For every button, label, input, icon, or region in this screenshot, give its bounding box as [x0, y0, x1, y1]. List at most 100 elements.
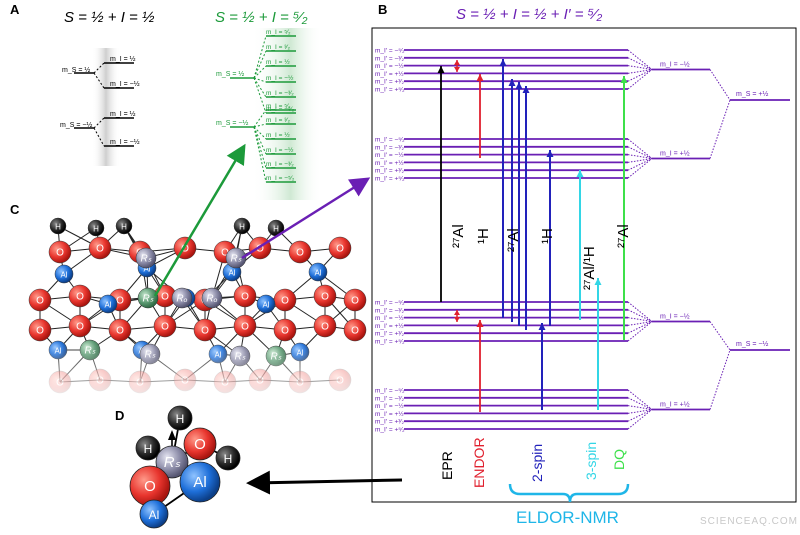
mi-label: m_I = ½ — [266, 58, 290, 66]
level-label: m_I′ = −⁵⁄₂ — [375, 388, 405, 395]
atom-symbol: O — [96, 244, 104, 255]
radical-atom: Rₒ — [171, 287, 193, 309]
oxygen-atom: O — [313, 284, 337, 308]
oxygen-atom: O — [108, 318, 132, 342]
oxygen-atom: O — [273, 318, 297, 342]
radical-atom: Rₛ — [155, 445, 189, 479]
transition-label: ²⁷Al — [450, 224, 467, 248]
level-label: m_I′ = +⁵⁄₂ — [375, 87, 405, 94]
oxygen-atom: O — [88, 236, 112, 260]
atom-symbol: H — [273, 225, 279, 234]
spin-diagram-five-half: m_S = ½m_I = ⁵⁄₂m_I = ³⁄₂m_I = ½m_I = −½… — [216, 28, 322, 200]
atom-symbol: O — [241, 322, 249, 333]
atom-symbol: O — [241, 292, 249, 303]
mi-label: m_I = −½ — [660, 313, 690, 321]
split-line — [627, 389, 653, 410]
panel-d-label: D — [115, 408, 124, 423]
atom-symbol: O — [296, 248, 304, 259]
split-line — [709, 349, 731, 410]
split-line — [627, 309, 653, 322]
split-line — [627, 397, 653, 410]
mi-label: m_I = −⁵⁄₂ — [266, 175, 295, 182]
atom-symbol: H — [176, 412, 185, 426]
hydrogen-atom: H — [115, 217, 133, 235]
atom-symbol: O — [194, 436, 206, 453]
level-label: m_I′ = −⁵⁄₂ — [375, 137, 405, 144]
split-line — [253, 50, 267, 79]
mi-label: m_I = −³⁄₂ — [266, 161, 294, 168]
arrow-head — [594, 278, 602, 285]
split-line — [709, 321, 731, 351]
atom-symbol: O — [221, 248, 229, 259]
split-line — [627, 158, 653, 179]
arrow-head — [508, 79, 516, 86]
aluminium-atom: Al — [308, 262, 328, 282]
oxygen-atom: O — [153, 314, 177, 338]
panel-a-title-right: S = ½ + I = ⁵⁄₂ — [215, 9, 308, 26]
radical-atom: Rₛ — [135, 247, 157, 269]
atom-symbol: Rₛ — [141, 254, 152, 265]
method-label-dq: DQ — [611, 449, 627, 470]
arrow-to-panel-b — [241, 177, 371, 260]
panel-b-title: S = ½ + I = ½ + I′ = ⁵⁄₂ — [456, 6, 602, 23]
arrow-head — [437, 66, 445, 73]
split-line — [627, 409, 653, 422]
split-line — [627, 138, 653, 159]
arrow-to-panel-a — [153, 143, 246, 297]
atom-symbol: O — [161, 322, 169, 333]
level-label: m_I′ = −⁵⁄₂ — [375, 300, 405, 307]
level-label: m_I′ = −³⁄₂ — [375, 144, 405, 151]
atom-symbol: H — [93, 225, 99, 234]
atom-symbol: O — [321, 322, 329, 333]
radical-atom: Rₛ — [137, 287, 159, 309]
level-label: m_I′ = −³⁄₂ — [375, 395, 405, 402]
atom-symbol: H — [224, 452, 233, 466]
level-label: m_I′ = +½ — [375, 322, 404, 330]
oxygen-atom: O — [313, 314, 337, 338]
atom-symbol: O — [281, 326, 289, 337]
atom-symbol: Rₛ — [231, 254, 242, 265]
aluminium-atom: Al — [139, 499, 169, 529]
level-label: m_I′ = −³⁄₂ — [375, 307, 405, 314]
mi-label: m_I = −³⁄₂ — [266, 90, 294, 97]
method-label-three-spin: 3-spin — [583, 442, 599, 480]
radical-atom: Rₒ — [201, 287, 223, 309]
transition-label: ¹H — [539, 228, 556, 244]
panel-c: C OOOOOOOOOOOOOOOOOOOOOOOOOOOOOOOOOOAlAl… — [10, 202, 370, 395]
aluminium-atom: Al — [256, 294, 276, 314]
ms-label: m_S = ½ — [216, 70, 244, 78]
oxygen-atom: O — [173, 236, 197, 260]
arrow-head — [620, 76, 628, 83]
split-line — [627, 321, 653, 342]
panel-b: B S = ½ + I = ½ + I′ = ⁵⁄₂ m_I′ = −⁵⁄₂m_… — [371, 2, 797, 527]
atom-symbol: O — [321, 292, 329, 303]
split-line — [627, 158, 653, 163]
ms-label: m_S = −½ — [736, 340, 768, 348]
split-line — [253, 109, 267, 128]
level-label: m_I′ = +³⁄₂ — [375, 168, 405, 175]
atom-symbol: Al — [262, 301, 269, 310]
arrow-head — [538, 323, 546, 330]
atom-symbol: O — [351, 326, 359, 337]
radical-atom: Rₛ — [225, 247, 247, 269]
level-label: m_I′ = −½ — [375, 402, 404, 410]
oxygen-atom: O — [28, 318, 52, 342]
atom-symbol: O — [76, 322, 84, 333]
level-label: m_I′ = −½ — [375, 151, 404, 159]
level-label: m_I′ = −⁵⁄₂ — [375, 48, 405, 55]
split-line — [627, 49, 653, 70]
atom-symbol: Al — [193, 474, 206, 491]
split-line — [253, 126, 267, 140]
oxygen-atom: O — [233, 284, 257, 308]
atom-symbol: Al — [143, 265, 150, 274]
atom-symbol: O — [36, 326, 44, 337]
panel-b-label: B — [378, 2, 387, 17]
split-line — [253, 126, 267, 183]
oxygen-atom: O — [28, 288, 52, 312]
split-line — [627, 69, 653, 74]
arrow-head — [476, 74, 484, 81]
arrow-head — [576, 170, 584, 177]
hydrogen-atom: H — [167, 405, 193, 431]
split-line — [253, 126, 267, 155]
